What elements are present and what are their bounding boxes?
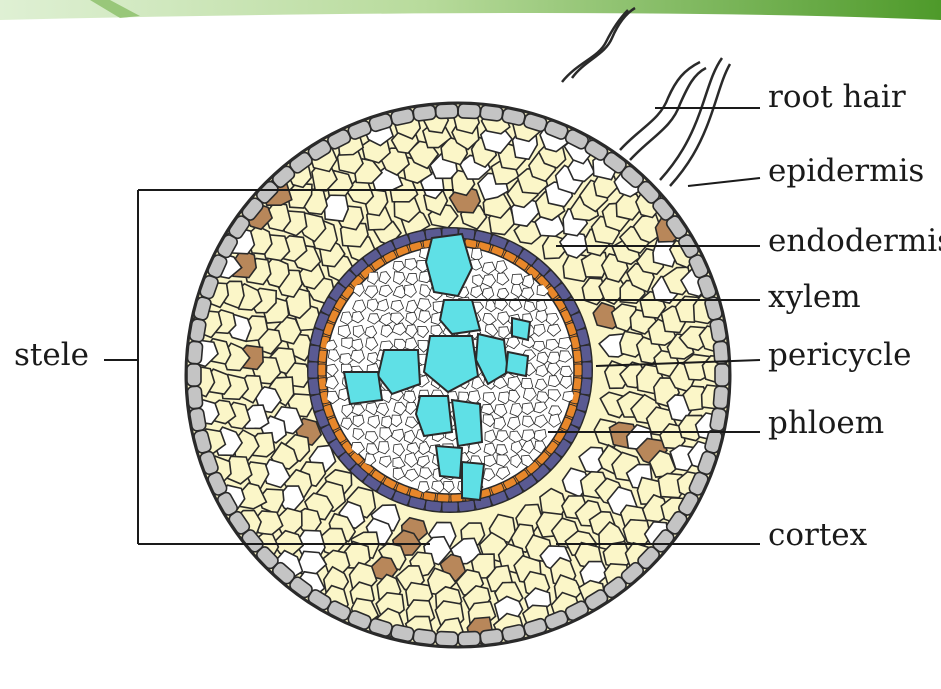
label-epidermis: epidermis: [768, 156, 924, 187]
label-pericycle: pericycle: [768, 340, 911, 371]
label-stele: stele: [14, 340, 89, 371]
label-xylem: xylem: [768, 282, 861, 313]
label-root-hair: root hair: [768, 82, 906, 113]
label-phloem: phloem: [768, 408, 884, 439]
label-endodermis: endodermis: [768, 226, 941, 257]
label-cortex: cortex: [768, 520, 867, 551]
